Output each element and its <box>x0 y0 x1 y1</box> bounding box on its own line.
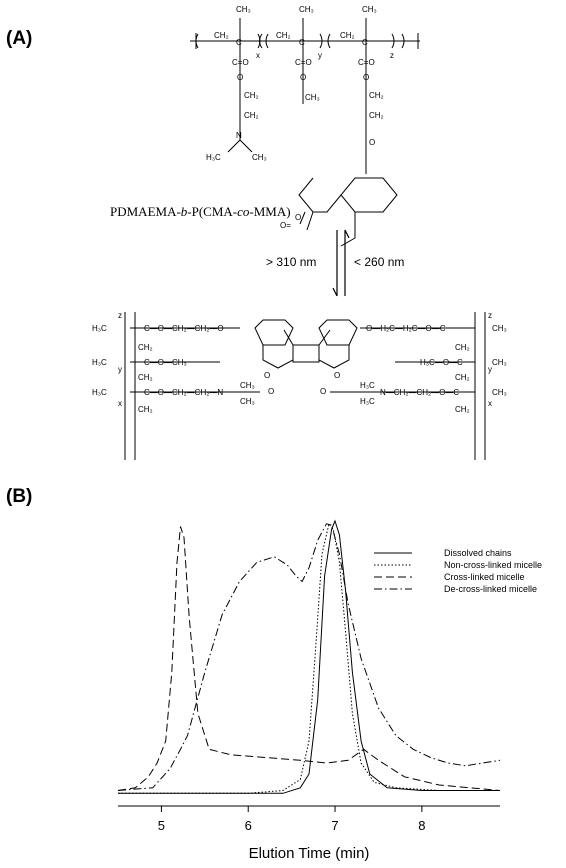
svg-text:H₃C: H₃C <box>92 388 107 397</box>
legend-label-3: De-cross-linked micelle <box>444 584 537 594</box>
svg-text:H₃C: H₃C <box>360 397 375 406</box>
svg-text:O: O <box>264 371 270 380</box>
svg-text:CH₃: CH₃ <box>240 397 255 406</box>
x-tick-label-3: 8 <box>418 818 425 833</box>
series-line-2 <box>117 526 501 791</box>
svg-text:y: y <box>318 51 322 60</box>
svg-text:CH₂: CH₂ <box>369 111 384 120</box>
svg-text:CH₃: CH₃ <box>252 153 267 162</box>
svg-text:C=O: C=O <box>232 58 249 67</box>
series-line-1 <box>118 522 500 794</box>
svg-text:O: O <box>300 73 306 82</box>
dimer-structure <box>124 312 486 460</box>
svg-text:x: x <box>256 51 260 60</box>
svg-text:H₃C: H₃C <box>206 153 221 162</box>
legend-label-2: Cross-linked micelle <box>444 572 525 582</box>
svg-text:O=: O= <box>280 221 291 230</box>
svg-text:O: O <box>369 138 375 147</box>
svg-text:O: O <box>363 73 369 82</box>
x-tick-label-0: 5 <box>158 818 165 833</box>
panel-a-label: (A) <box>6 28 33 49</box>
svg-text:C: C <box>236 38 242 47</box>
svg-text:O: O <box>320 387 326 396</box>
svg-text:CH₂: CH₂ <box>276 31 291 40</box>
equilibrium-arrows <box>332 229 350 297</box>
reverse-condition: < 260 nm <box>354 255 404 269</box>
svg-text:z: z <box>118 311 122 320</box>
svg-text:x: x <box>118 399 122 408</box>
svg-text:CH₃: CH₃ <box>492 324 507 333</box>
svg-text:C: C <box>362 38 368 47</box>
svg-text:O—H₂C—H₂C—O—C: O—H₂C—H₂C—O—C <box>366 324 446 333</box>
svg-text:N: N <box>236 131 242 140</box>
x-tick-label-1: 6 <box>245 818 252 833</box>
legend-label-0: Dissolved chains <box>444 548 512 558</box>
svg-text:C—O—CH₃: C—O—CH₃ <box>144 358 187 367</box>
svg-text:x: x <box>488 399 492 408</box>
series-line-3 <box>117 523 501 791</box>
svg-text:CH₂: CH₂ <box>369 91 384 100</box>
x-axis-title: Elution Time (min) <box>249 845 370 862</box>
dimer-atom-labels: H₃C C—O—CH₂—CH₂—O O—H₂C—H₂C—O—C CH₃ CH₂ CH₂… <box>92 311 507 414</box>
polymer-name: PDMAEMA-b-P(CMA-co-MMA) <box>110 204 291 219</box>
svg-text:O: O <box>295 213 301 222</box>
svg-text:C—O—CH₂—CH₂—N: C—O—CH₂—CH₂—N <box>144 388 223 397</box>
svg-text:CH₂: CH₂ <box>138 343 153 352</box>
svg-text:CH₃: CH₃ <box>362 5 377 14</box>
x-axis-ticks: 5 6 7 8 <box>158 806 425 833</box>
series-line-0 <box>118 519 500 794</box>
svg-text:H₃C: H₃C <box>360 381 375 390</box>
svg-text:CH₂: CH₂ <box>455 373 470 382</box>
svg-text:CH₂: CH₂ <box>244 111 259 120</box>
svg-text:CH₂: CH₂ <box>340 31 355 40</box>
svg-text:C=O: C=O <box>295 58 312 67</box>
svg-text:CH₃: CH₃ <box>299 5 314 14</box>
svg-text:O: O <box>237 73 243 82</box>
svg-text:CH₂: CH₂ <box>138 405 153 414</box>
svg-text:CH₃: CH₃ <box>492 358 507 367</box>
svg-text:CH₂: CH₂ <box>214 31 229 40</box>
svg-text:C—O—CH₂—CH₂—O: C—O—CH₂—CH₂—O <box>144 324 224 333</box>
panel-b-label: (B) <box>6 486 33 507</box>
svg-text:C=O: C=O <box>358 58 375 67</box>
svg-text:CH₃: CH₃ <box>305 93 320 102</box>
svg-text:H₃C—O—C: H₃C—O—C <box>420 358 463 367</box>
svg-text:z: z <box>390 51 394 60</box>
svg-text:y: y <box>488 365 492 374</box>
series-group <box>117 519 501 794</box>
legend-label-1: Non-cross-linked micelle <box>444 560 542 570</box>
svg-text:CH₃: CH₃ <box>492 388 507 397</box>
svg-text:CH₃: CH₃ <box>240 381 255 390</box>
svg-text:CH₂: CH₂ <box>138 373 153 382</box>
svg-text:z: z <box>488 311 492 320</box>
svg-text:C: C <box>299 38 305 47</box>
polymer-structure-top <box>190 18 420 247</box>
svg-text:CH₂: CH₂ <box>455 405 470 414</box>
forward-condition: > 310 nm <box>266 255 316 269</box>
svg-text:y: y <box>118 365 122 374</box>
x-tick-label-2: 7 <box>331 818 338 833</box>
svg-text:CH₃: CH₃ <box>236 5 251 14</box>
svg-text:CH₂: CH₂ <box>455 343 470 352</box>
svg-text:O: O <box>334 371 340 380</box>
svg-text:O: O <box>268 387 274 396</box>
svg-text:N—CH₂—CH₂—O—C: N—CH₂—CH₂—O—C <box>380 388 459 397</box>
svg-text:CH₂: CH₂ <box>244 91 259 100</box>
svg-text:H₃C: H₃C <box>92 358 107 367</box>
svg-text:H₃C: H₃C <box>92 324 107 333</box>
